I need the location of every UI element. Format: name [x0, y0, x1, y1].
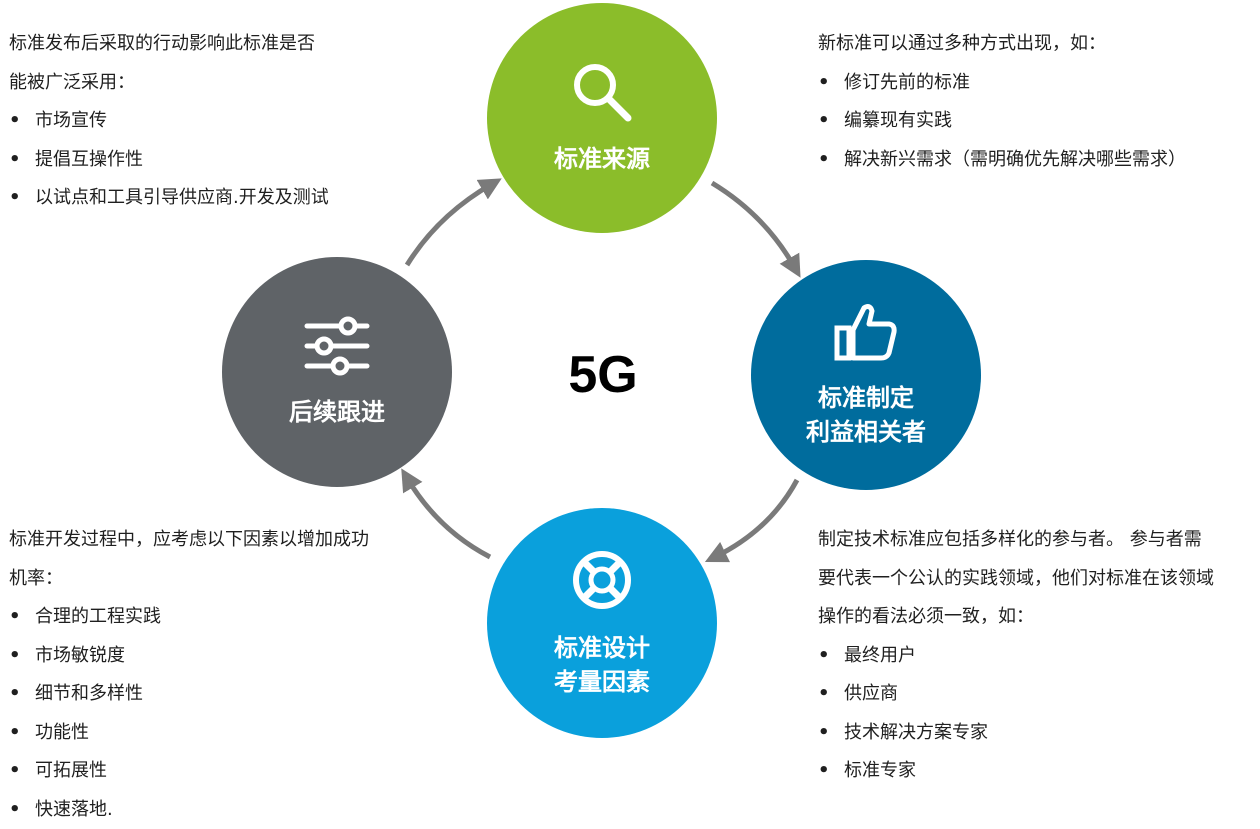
node-label: 标准来源 — [554, 142, 650, 176]
node-label: 标准设计 — [554, 631, 650, 665]
stakeholders-node: 标准制定 利益相关者 — [751, 260, 981, 490]
design-considerations-node: 标准设计 考量因素 — [487, 508, 717, 738]
arrow-cyan-to-gray — [407, 478, 490, 557]
node-label: 标准制定 — [818, 381, 914, 415]
thumbs-up-icon — [834, 302, 898, 371]
arrow-green-to-navy — [712, 183, 795, 268]
node-label: 考量因素 — [554, 665, 650, 699]
lifebuoy-icon — [570, 548, 634, 621]
arrow-navy-to-cyan — [715, 480, 797, 557]
arrow-gray-to-green — [407, 184, 492, 265]
standard-source-node: 标准来源 — [487, 3, 717, 233]
center-title: 5G — [540, 345, 666, 405]
node-label: 利益相关者 — [806, 415, 926, 449]
magnifier-icon — [571, 61, 633, 132]
node-label: 后续跟进 — [289, 395, 385, 429]
follow-up-node: 后续跟进 — [222, 257, 452, 487]
sliders-icon — [304, 316, 370, 385]
